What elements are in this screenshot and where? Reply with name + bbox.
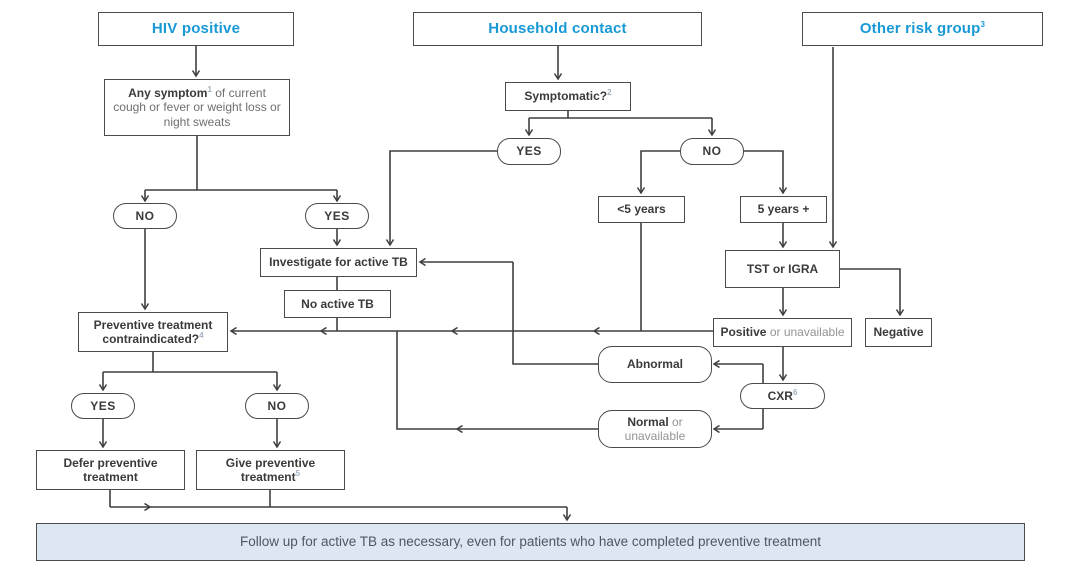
- header-hiv-positive-label: HIV positive: [151, 20, 241, 38]
- node-abnormal: Abnormal: [598, 346, 712, 383]
- tst-or-igra-label: TST or IGRA: [746, 261, 819, 276]
- cxr-text: CXR6: [767, 387, 798, 403]
- conn-hhno-to-over5: [744, 150, 788, 195]
- conn-symptom-split-stem: [145, 136, 337, 191]
- contra-yes-label: YES: [90, 398, 116, 413]
- defer-label: Defer preventive treatment: [63, 455, 158, 484]
- node-preventive-treatment-contraindicated: Preventive treatment contraindicated?4: [78, 312, 228, 352]
- node-negative: Negative: [865, 318, 932, 347]
- contra-no-label: NO: [267, 398, 287, 413]
- footnote-4: 4: [199, 331, 204, 340]
- follow-up-banner: Follow up for active TB as necessary, ev…: [36, 523, 1025, 561]
- household-no-label: NO: [702, 144, 722, 159]
- node-give-preventive-treatment: Give preventive treatment5: [196, 450, 345, 490]
- conn-abnormal-route: [512, 262, 598, 365]
- conn-tst-to-negative: [840, 268, 905, 317]
- conn-hhyes-to-investigate: [385, 150, 497, 247]
- other-risk-text: Other risk group: [859, 20, 981, 38]
- footnote-6: 6: [792, 387, 798, 397]
- investigate-label: Investigate for active TB: [269, 255, 408, 270]
- normal-rest: or unavailable: [624, 414, 686, 443]
- node-hiv-no: NO: [113, 203, 177, 229]
- footnote-3: 3: [980, 20, 986, 30]
- conn-contra-split-stem: [103, 352, 277, 373]
- node-any-symptom: Any symptom1 of current cough or fever o…: [104, 79, 290, 136]
- positive-rest: or unavailable: [766, 325, 845, 340]
- conn-normal-route: [396, 331, 457, 430]
- contraindicated-text: Preventive treatment contraindicated?4: [94, 318, 213, 346]
- node-cxr: CXR6: [740, 383, 825, 409]
- positive-bold: Positive: [720, 325, 767, 340]
- any-symptom-bold: Any symptom: [128, 86, 208, 101]
- node-investigate-active-tb: Investigate for active TB: [260, 248, 417, 277]
- under-5-years-label: <5 years: [617, 202, 666, 217]
- conn-hhno-to-under5: [636, 150, 680, 195]
- contraindicated-line2-text: contraindicated?: [102, 332, 200, 346]
- hiv-no-label: NO: [135, 208, 155, 223]
- abnormal-label: Abnormal: [626, 357, 683, 372]
- header-household-contact-label: Household contact: [488, 20, 627, 38]
- positive-text: Positive or unavailable: [720, 325, 844, 339]
- contraindicated-line2: contraindicated?4: [94, 331, 213, 347]
- symptomatic-text: Symptomatic?2: [524, 88, 612, 104]
- footnote-1: 1: [207, 85, 212, 95]
- hiv-yes-label: YES: [324, 208, 350, 223]
- contraindicated-line1: Preventive treatment: [93, 317, 213, 332]
- node-5-years-plus: 5 years +: [740, 196, 827, 223]
- follow-up-banner-text: Follow up for active TB as necessary, ev…: [239, 534, 822, 550]
- node-symptomatic: Symptomatic?2: [505, 82, 631, 111]
- give-bold: Give preventive treatment: [225, 455, 316, 484]
- header-other-risk-group: Other risk group3: [802, 12, 1043, 46]
- footnote-5: 5: [295, 469, 301, 478]
- no-active-tb-label: No active TB: [301, 296, 374, 311]
- header-household-contact: Household contact: [413, 12, 702, 46]
- node-under-5-years: <5 years: [598, 196, 685, 223]
- any-symptom-text: Any symptom1 of current cough or fever o…: [111, 85, 283, 129]
- node-household-no: NO: [680, 138, 744, 165]
- conn-symptomatic-split-stem: [529, 111, 712, 119]
- 5-years-plus-label: 5 years +: [757, 202, 810, 217]
- header-other-risk-group-label: Other risk group3: [860, 20, 985, 38]
- node-contra-no: NO: [245, 393, 309, 419]
- footnote-2: 2: [607, 88, 612, 98]
- give-text: Give preventive treatment5: [211, 456, 331, 484]
- header-hiv-positive: HIV positive: [98, 12, 294, 46]
- symptomatic-bold: Symptomatic?: [524, 89, 608, 104]
- normal-bold: Normal: [627, 414, 669, 429]
- cxr-bold: CXR: [767, 388, 793, 403]
- normal-text: Normal or unavailable: [612, 415, 698, 443]
- node-normal-or-unavailable: Normal or unavailable: [598, 410, 712, 448]
- node-contra-yes: YES: [71, 393, 135, 419]
- node-household-yes: YES: [497, 138, 561, 165]
- any-symptom-rest: of current cough or fever or weight loss…: [113, 86, 281, 129]
- node-defer-preventive-treatment: Defer preventive treatment: [36, 450, 185, 490]
- node-tst-or-igra: TST or IGRA: [725, 250, 840, 288]
- negative-label: Negative: [873, 325, 924, 340]
- node-positive-or-unavailable: Positive or unavailable: [713, 318, 852, 347]
- node-no-active-tb: No active TB: [284, 290, 391, 318]
- node-hiv-yes: YES: [305, 203, 369, 229]
- household-yes-label: YES: [516, 144, 542, 159]
